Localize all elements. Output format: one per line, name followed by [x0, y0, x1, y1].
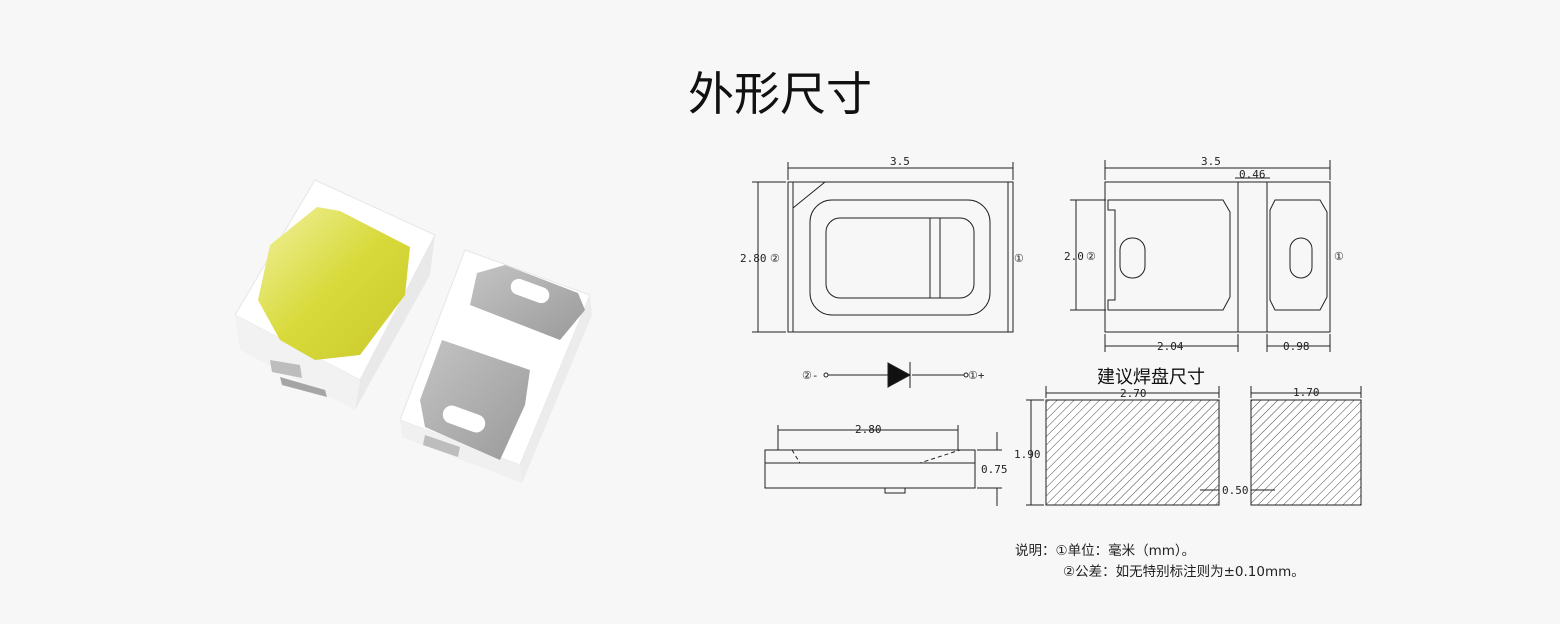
left-pad-width-label: 2.04	[1157, 340, 1184, 353]
led-product-photo	[234, 179, 592, 483]
side-height-label: 0.75	[981, 463, 1008, 476]
bottom-view	[1070, 160, 1331, 352]
pad-layout-title: 建议焊盘尺寸	[1097, 367, 1205, 388]
phosphor-window	[258, 207, 410, 360]
bottom-pin1-label: ①	[1334, 250, 1344, 263]
pad-right-width-label: 1.70	[1293, 386, 1320, 399]
pad-gap-label: 0.50	[1222, 484, 1249, 497]
side-view	[764, 425, 1002, 506]
top-height-label: 2.80	[740, 252, 767, 265]
anode-pad	[470, 265, 585, 340]
notes: 说明：①单位：毫米（mm）。 ②公差：如无特别标注则为±0.10mm。	[1015, 541, 1305, 583]
bottom-width-label: 3.5	[1201, 155, 1221, 168]
note-units: 说明：①单位：毫米（mm）。	[1015, 543, 1196, 559]
top-pin2-label: ②	[770, 252, 780, 265]
top-pin1-label: ①	[1014, 252, 1024, 265]
led-back-package	[399, 249, 592, 483]
pad-layout	[1026, 386, 1362, 506]
bottom-height-label: 2.0	[1064, 250, 1084, 263]
right-pad-width-label: 0.98	[1283, 340, 1310, 353]
pad-left-width-label: 2.70	[1120, 387, 1147, 400]
anode-label: ①+	[968, 369, 985, 382]
top-view	[752, 162, 1014, 333]
diode-symbol	[823, 362, 969, 388]
cathode-label: ②-	[802, 369, 818, 382]
dimension-drawing: 3.5 2.80 ② ① 3.5 0.46 2.0 ② ① 2.04 0.98 …	[740, 155, 1362, 506]
side-width-label: 2.80	[855, 423, 882, 436]
note-tolerance: ②公差：如无特别标注则为±0.10mm。	[1063, 564, 1305, 580]
led-front-package	[234, 179, 436, 410]
cathode-pad	[420, 340, 530, 460]
bottom-pin2-label: ②	[1086, 250, 1096, 263]
page-title: 外形尺寸	[688, 67, 872, 121]
pad-height-label: 1.90	[1014, 448, 1041, 461]
bottom-gap-label: 0.46	[1239, 168, 1266, 181]
top-width-label: 3.5	[890, 155, 910, 168]
